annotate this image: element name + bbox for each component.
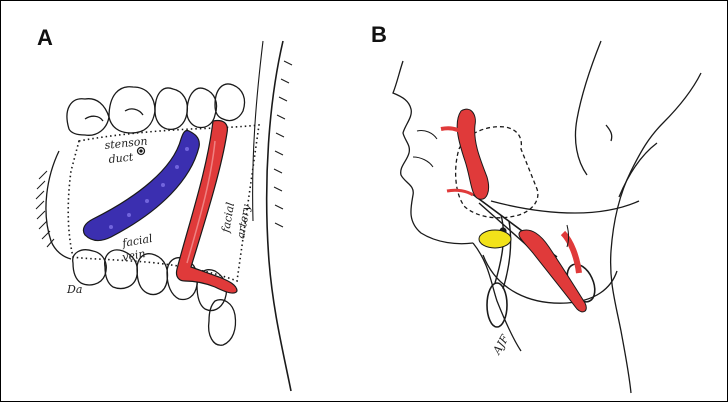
label-stenson: stenson — [104, 135, 148, 152]
face-profile — [392, 60, 474, 245]
panel-a-drawing — [35, 40, 293, 392]
panel-label-b: B — [371, 22, 387, 47]
upper-teeth — [66, 83, 246, 136]
cheek-edge-hatching — [273, 60, 293, 228]
label-facial-artery-2: artery — [234, 203, 253, 240]
facial-vein-highlights — [109, 147, 189, 229]
facial-artery — [175, 119, 238, 294]
label-facial-vein-2: vein — [121, 247, 146, 264]
scissors-ring-left — [486, 282, 508, 328]
cheek-hatching — [35, 170, 55, 248]
facial-artery-b-upper — [456, 108, 490, 200]
stenson-duct-opening — [136, 146, 146, 156]
label-facial-vein-1: facial — [120, 232, 154, 250]
facial-artery-b-lower — [518, 229, 587, 313]
gland-region-outline — [454, 126, 539, 219]
label-duct: duct — [108, 150, 135, 166]
panel-label-a: A — [37, 25, 53, 50]
submandibular-gland — [478, 229, 512, 249]
signature-b: AJF — [490, 332, 512, 357]
facial-vein — [82, 129, 200, 242]
lower-teeth — [72, 249, 237, 346]
panel-b-drawing — [392, 40, 702, 394]
label-facial-artery-1: facial — [219, 201, 237, 235]
signature-a: Da — [66, 283, 82, 296]
